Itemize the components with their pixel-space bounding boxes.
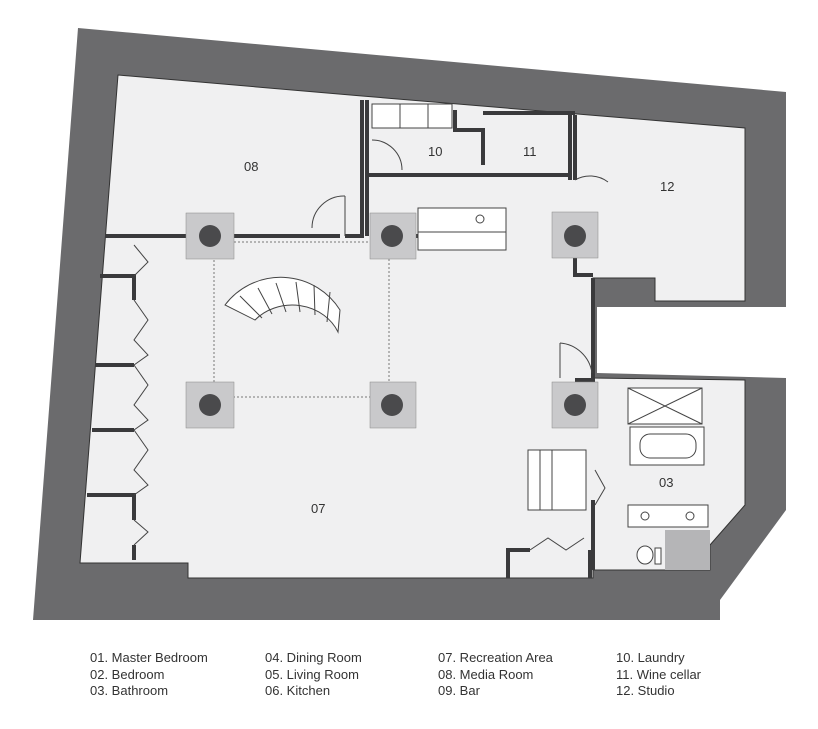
room-label-12: 12 bbox=[660, 179, 674, 194]
legend-item: 03. Bathroom bbox=[90, 683, 169, 698]
legend-column-4: 10. Laundry 11. Wine cellar 12. Studio bbox=[616, 650, 701, 700]
legend-item: 02. Bedroom bbox=[90, 666, 165, 682]
columns bbox=[185, 211, 599, 429]
legend-item: 11. Wine cellar bbox=[616, 666, 702, 682]
legend-item: 01. Master Bedroom bbox=[90, 650, 208, 665]
door-swings bbox=[133, 139, 609, 551]
legend-item: 04. Dining Room bbox=[265, 650, 362, 665]
spiral-staircase bbox=[224, 276, 341, 334]
bathroom-fixtures bbox=[627, 387, 709, 565]
kitchen-counter bbox=[417, 207, 507, 251]
legend-item: 07. Recreation Area bbox=[438, 650, 553, 665]
room-label-11: 11 bbox=[523, 144, 537, 159]
legend-item: 09. Bar bbox=[438, 683, 480, 698]
legend-item: 10. Laundry bbox=[616, 650, 685, 665]
legend-column-2: 04. Dining Room 05. Living Room 06. Kitc… bbox=[265, 650, 362, 700]
legend-column-1: 01. Master Bedroom 02. Bedroom 03. Bathr… bbox=[90, 650, 208, 700]
room-label-03: 03 bbox=[659, 475, 673, 490]
floor-plan: 08 10 11 12 07 03 bbox=[33, 28, 786, 620]
legend-item: 08. Media Room bbox=[438, 666, 534, 682]
legend-item: 05. Living Room bbox=[265, 666, 359, 682]
beam-grid bbox=[213, 241, 390, 398]
room-label-08: 08 bbox=[244, 159, 258, 174]
bathroom-utility-area bbox=[665, 530, 710, 570]
room-label-07: 07 bbox=[311, 501, 325, 516]
room-label-10: 10 bbox=[428, 144, 442, 159]
floor-area bbox=[79, 74, 746, 579]
laundry-fixtures bbox=[371, 103, 453, 129]
legend-item: 12. Studio bbox=[616, 683, 675, 698]
bar-table bbox=[527, 449, 587, 511]
legend-item: 06. Kitchen bbox=[265, 683, 331, 698]
room-legend: 01. Master Bedroom 02. Bedroom 03. Bathr… bbox=[90, 650, 790, 710]
legend-column-3: 07. Recreation Area 08. Media Room 09. B… bbox=[438, 650, 553, 700]
